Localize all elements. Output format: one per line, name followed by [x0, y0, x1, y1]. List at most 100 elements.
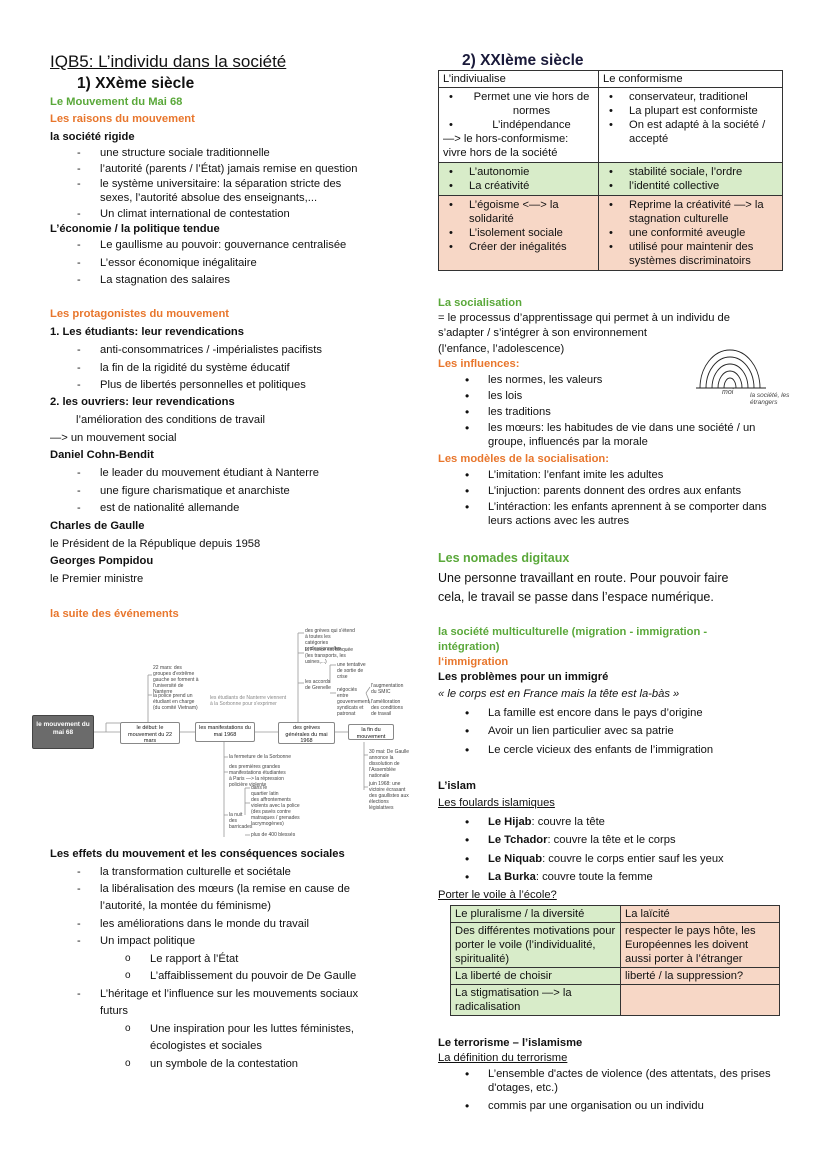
mindmap-note: une tentative de sortie de crise: [337, 662, 366, 680]
list-item: Plus de libertés personnelles et politiq…: [100, 379, 306, 391]
table-individualisme-conformisme: L’indiviualise Le conformisme Permet une…: [438, 70, 783, 271]
bullet: •: [465, 1099, 470, 1113]
dash-marker: -: [77, 208, 81, 220]
mindmap-note: dans le quartier latin: [251, 785, 279, 797]
mindmap-note: la France est bloquée (les transports, l…: [305, 647, 354, 665]
table-cell-item: l’identité collective: [603, 179, 778, 193]
list-item: Le Niquab: couvre le corps entier sauf l…: [488, 852, 724, 866]
heading-pompidou: Georges Pompidou: [50, 555, 154, 567]
term: Le Niquab: [488, 853, 543, 865]
circle-marker: o: [125, 1058, 131, 1069]
definition: : couvre toute la femme: [535, 871, 653, 883]
circle-marker: o: [125, 1023, 131, 1034]
table-cell-item: On est adapté à la société / accepté: [603, 118, 778, 146]
definition: : couvre la tête: [531, 816, 605, 828]
bullet: •: [465, 852, 470, 866]
list-item: les normes, les valeurs: [488, 374, 603, 386]
bullet: •: [465, 373, 470, 387]
heading-etudiants: 1. Les étudiants: leur revendications: [50, 326, 244, 338]
heading-protagonistes: Les protagonistes du mouvement: [50, 308, 230, 320]
table-cell-item: stabilité sociale, l’ordre: [603, 165, 778, 179]
heading-voile: Porter le voile à l’école?: [438, 889, 557, 901]
mindmap-fin: la fin du mouvement: [348, 724, 394, 740]
list-item: L’intéraction: les enfants aprennent à s…: [488, 501, 767, 527]
bullet: •: [465, 389, 470, 403]
heading-multiculturelle-cont: intégration): [438, 641, 500, 653]
mindmap-note: des premières grandes manifestations étu…: [229, 764, 286, 788]
mindmap-note: les accords de Grenelle: [305, 679, 331, 691]
socialisation-def: (l’enfance, l’adolescence): [438, 343, 565, 355]
term: La Burka: [488, 871, 536, 883]
table-cell-item: L’isolement sociale: [443, 226, 594, 240]
bullet: •: [465, 833, 470, 847]
list-item: L’injuction: parents donnent des ordres …: [488, 485, 742, 497]
table-cell-item: Reprime la créativité —> la stagnation c…: [603, 198, 778, 226]
heading-de-gaulle: Charles de Gaulle: [50, 520, 145, 532]
list-item: Avoir un lien particulier avec sa patrie: [488, 725, 674, 737]
table-cell-item: L’indépendance: [443, 118, 594, 132]
bullet: •: [465, 421, 470, 435]
table-cell-item: Permet une vie hors de normes: [443, 90, 594, 118]
mindmap-note: l'amélioration des conditions de travail: [371, 699, 403, 717]
term: Le Tchador: [488, 834, 548, 846]
table-cell: respecter le pays hôte, les Européennes …: [620, 922, 780, 968]
sub-item: Le rapport à l’État: [150, 953, 239, 965]
list-item: les lois: [488, 390, 523, 402]
list-item: est de nationalité allemande: [100, 502, 240, 514]
nomades-text: cela, le travail se passe dans l’espace …: [438, 590, 714, 604]
table-cell-item: Créer der inégalités: [443, 240, 594, 254]
table-header: L’indiviualise: [438, 70, 599, 88]
heading-islam: L’islam: [438, 780, 476, 792]
mindmap-note: la fermeture de la Sorbonne: [229, 754, 291, 760]
mindmap-lines: [94, 632, 371, 837]
mindmap-note: la police prend un étudiant en charge (d…: [153, 693, 198, 711]
dash-marker: -: [77, 935, 81, 947]
mindmap-note: plus de 400 blessés: [251, 832, 296, 838]
bullet: •: [465, 815, 470, 829]
list-item: Un climat international de contestation: [100, 208, 290, 220]
dash-marker: -: [77, 883, 81, 895]
dash-marker: -: [77, 257, 81, 269]
bullet: •: [465, 500, 470, 514]
dash-marker: -: [77, 178, 81, 190]
dash-marker: -: [77, 502, 81, 514]
heading-definition-terrorisme: La définition du terrorisme: [438, 1052, 568, 1064]
mindmap-note: négociés entre gouvernement, syndicats e…: [337, 687, 371, 717]
list-item: la fin de la rigidité du système éducati…: [100, 362, 290, 374]
list-item-cont: sexes, l’autorité absolue des enseignant…: [100, 192, 318, 204]
page-title: IQB5: L’individu dans la société: [50, 52, 287, 71]
sub-item: un symbole de la contestation: [150, 1058, 299, 1070]
section-heading-xx: 1) XXème siècle: [77, 75, 195, 92]
concentric-arcs-drawing: [696, 349, 766, 389]
pompidou-line: le Premier ministre: [50, 573, 144, 585]
de-gaulle-line: le Président de la République depuis 195…: [50, 538, 261, 550]
bullet: •: [465, 724, 470, 738]
mindmap-manif: les manifestations du mai 1968: [195, 722, 255, 742]
mindmap-note: des grèves qui s'étend à toutes les caté…: [305, 628, 355, 652]
dash-marker: -: [77, 163, 81, 175]
table-cell: liberté / la suppression?: [620, 967, 780, 985]
mindmap-note: les étudiants de Nanterre viennent à la …: [210, 695, 287, 707]
bullet: •: [465, 870, 470, 884]
heading-ouvriers: 2. les ouvriers: leur revendications: [50, 396, 235, 408]
circle-marker: o: [125, 953, 131, 964]
list-item: Un impact politique: [100, 935, 196, 947]
list-item: le leader du mouvement étudiant à Nanter…: [100, 467, 319, 479]
socialisation-def: s’adapter / s’intégrer à son environneme…: [438, 327, 647, 339]
list-item: L’essor économique inégalitaire: [100, 257, 257, 269]
definition: : couvre le corps entier sauf les yeux: [542, 853, 724, 865]
dash-marker: -: [77, 988, 81, 1000]
table-cell: La liberté de choisir: [450, 967, 621, 985]
dash-marker: -: [77, 379, 81, 391]
list-item: L’imitation: l’enfant imite les adultes: [488, 469, 664, 481]
list-item: La stagnation des salaires: [100, 274, 230, 286]
mindmap-note: 30 mai: De Gaulle annonce la dissolution…: [369, 749, 410, 779]
list-item: une figure charismatique et anarchiste: [100, 485, 290, 497]
list-item: La Burka: couvre toute la femme: [488, 870, 653, 884]
circle-marker: o: [125, 970, 131, 981]
mindmap-debut: le début: le mouvement du 22 mars: [120, 722, 180, 744]
list-item: Le gaullisme au pouvoir: gouvernance cen…: [100, 239, 347, 251]
table-cell-item: La créativité: [443, 179, 594, 193]
mindmap-note: des affrontements violents avec la polic…: [251, 797, 300, 827]
list-item: Le cercle vicieux des enfants de l’immig…: [488, 744, 714, 756]
